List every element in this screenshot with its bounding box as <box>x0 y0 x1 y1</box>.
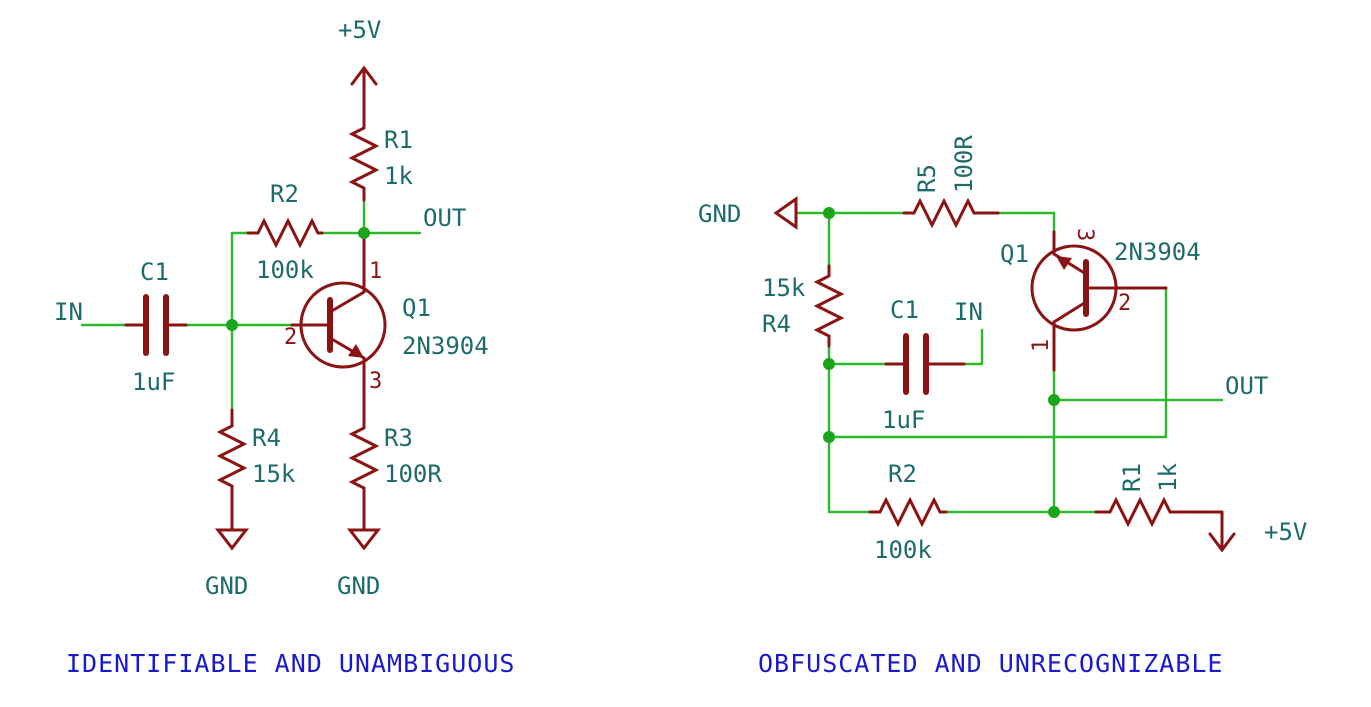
left-caption: IDENTIFIABLE AND UNAMBIGUOUS <box>66 649 515 678</box>
left-r4-resistor <box>216 408 248 532</box>
right-r4-value: 15k <box>762 274 806 302</box>
right-junction-gnd <box>823 207 835 219</box>
right-r2-value: 100k <box>874 536 932 564</box>
right-r5-resistor <box>902 197 1000 229</box>
left-r3-ref: R3 <box>384 424 413 452</box>
right-junction-c1 <box>823 358 835 370</box>
right-output-label: OUT <box>1225 372 1268 400</box>
right-c1-ref: C1 <box>890 296 919 324</box>
left-q1-ref: Q1 <box>402 294 431 322</box>
left-supply-label: +5V <box>338 16 381 44</box>
right-junction-out <box>1048 394 1060 406</box>
right-r4-resistor <box>813 264 845 348</box>
left-r1-value: 1k <box>384 162 413 190</box>
left-gnd-symbol-r3 <box>346 528 382 551</box>
right-schematic: GND R5 100R 15k R4 C1 1uF IN <box>698 135 1307 678</box>
left-gnd-symbol-r4 <box>214 528 250 551</box>
left-q1-transistor <box>290 231 387 420</box>
right-gnd-label: GND <box>698 200 741 228</box>
right-r2-ref: R2 <box>888 460 917 488</box>
right-q1-ref: Q1 <box>1000 240 1029 268</box>
left-q1-pin-e: 3 <box>369 369 382 394</box>
right-q1-pin-c: 1 <box>1029 339 1054 352</box>
left-supply-symbol <box>350 65 378 120</box>
right-r1-ref: R1 <box>1118 463 1146 492</box>
left-q1-value: 2N3904 <box>402 332 489 360</box>
right-q1-pin-e: 3 <box>1072 228 1097 241</box>
right-gnd-symbol <box>773 196 798 230</box>
left-r4-value: 15k <box>252 460 296 488</box>
left-q1-pin-c: 1 <box>369 259 382 284</box>
right-junction-r2 <box>1048 506 1060 518</box>
right-q1-pin-b: 2 <box>1118 291 1131 316</box>
left-r3-resistor <box>348 416 380 532</box>
left-r2-ref: R2 <box>270 180 299 208</box>
right-supply-symbol <box>1208 510 1236 553</box>
left-c1-value: 1uF <box>132 368 175 396</box>
left-gnd-label-r4: GND <box>205 572 248 600</box>
left-c1-ref: C1 <box>140 258 169 286</box>
left-r2-resistor <box>246 217 324 249</box>
left-q1-pin-b: 2 <box>284 325 297 350</box>
right-caption: OBFUSCATED AND UNRECOGNIZABLE <box>758 649 1224 678</box>
right-r5-ref: R5 <box>913 164 941 193</box>
left-c1-capacitor <box>124 294 188 356</box>
left-output-label: OUT <box>423 204 466 232</box>
left-schematic: +5V R1 1k R2 100k OUT IN C1 1uF <box>54 16 515 678</box>
right-junction-base <box>823 431 835 443</box>
left-junction-out <box>358 227 370 239</box>
left-r1-resistor <box>348 116 380 202</box>
left-r3-value: 100R <box>384 460 442 488</box>
left-r1-ref: R1 <box>384 126 413 154</box>
left-r2-value: 100k <box>256 256 314 284</box>
right-wires <box>794 211 1224 514</box>
right-c1-value: 1uF <box>882 406 925 434</box>
right-supply-label: +5V <box>1264 518 1307 546</box>
right-r1-value: 1k <box>1154 463 1182 492</box>
right-input-label: IN <box>954 298 983 326</box>
right-r1-resistor <box>1094 496 1224 528</box>
right-r4-ref: R4 <box>762 310 791 338</box>
left-junction-base <box>226 319 238 331</box>
left-r4-ref: R4 <box>252 424 281 452</box>
right-r2-resistor <box>868 496 948 528</box>
right-c1-capacitor <box>884 333 966 395</box>
right-q1-transistor <box>1030 230 1168 372</box>
right-r5-value: 100R <box>950 135 978 193</box>
left-gnd-label-r3: GND <box>337 572 380 600</box>
left-input-label: IN <box>54 298 83 326</box>
right-q1-value: 2N3904 <box>1114 238 1201 266</box>
